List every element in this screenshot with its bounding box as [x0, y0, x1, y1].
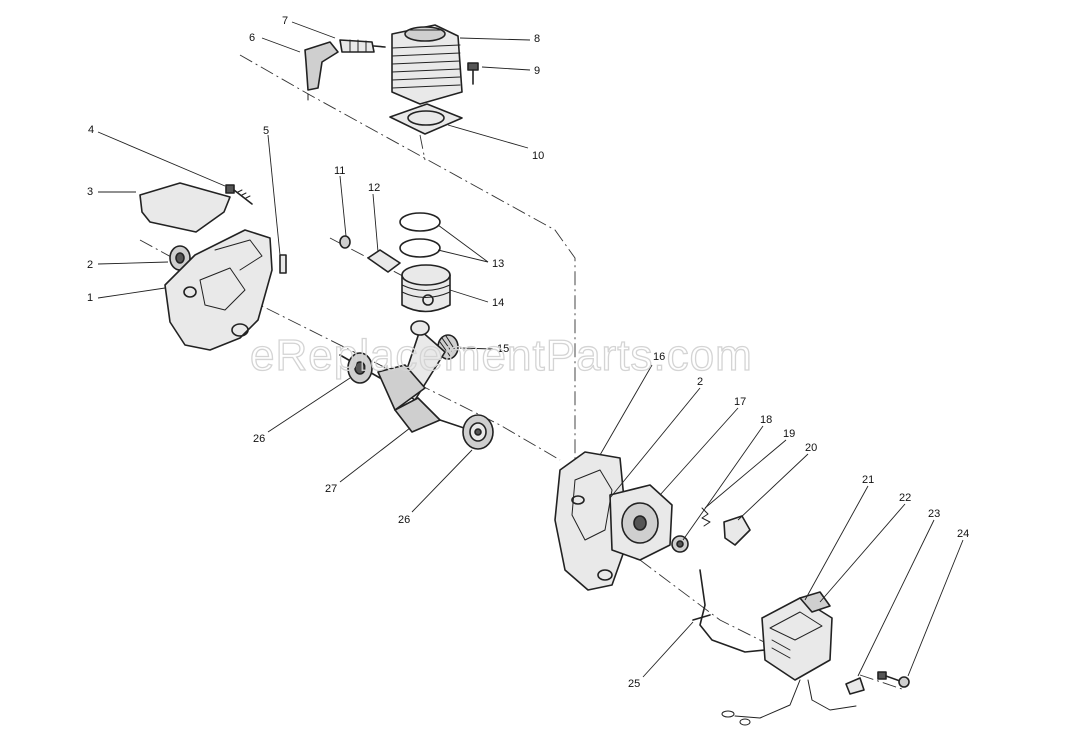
spring	[701, 507, 711, 527]
callout-25: 25	[628, 678, 640, 690]
piston	[401, 264, 451, 313]
piston-pin	[367, 249, 401, 273]
long-screw	[225, 184, 253, 205]
cylinder-gasket	[389, 103, 463, 135]
ignition-module	[761, 591, 833, 681]
callout-9: 9	[534, 65, 540, 77]
module-screws	[877, 671, 910, 688]
crankcase-right	[554, 451, 629, 591]
callout-24: 24	[957, 528, 969, 540]
piston-pin-clip	[339, 235, 351, 249]
fuel-line	[692, 569, 766, 653]
cylinder	[391, 24, 463, 105]
callout-26-right: 26	[398, 514, 410, 526]
callout-20: 20	[805, 442, 817, 454]
callout-27: 27	[325, 483, 337, 495]
main-bearing-right	[462, 414, 494, 450]
callout-7: 7	[282, 15, 288, 27]
leader-lines	[97, 21, 964, 678]
callout-3: 3	[87, 186, 93, 198]
callout-17: 17	[734, 396, 746, 408]
ignition-wires	[721, 677, 865, 726]
callout-4: 4	[88, 124, 94, 136]
callout-10: 10	[532, 150, 544, 162]
pawl	[723, 515, 751, 546]
dowel-pin	[279, 254, 287, 274]
callout-6: 6	[249, 32, 255, 44]
main-bearing-left	[347, 352, 373, 384]
spark-plug-boot	[304, 41, 339, 101]
callout-21: 21	[862, 474, 874, 486]
callout-1: 1	[87, 292, 93, 304]
callout-2-right: 2	[697, 376, 703, 388]
callout-labels: 7 6 8 9 10 4 5 3 11 12 13 2 14 1 15 16 2…	[87, 15, 969, 690]
callout-12: 12	[368, 182, 380, 194]
spark-plug	[339, 39, 386, 53]
crankshaft	[339, 320, 471, 433]
flywheel-nut	[671, 535, 689, 553]
crankcase-gasket	[139, 182, 231, 233]
callout-16: 16	[653, 351, 665, 363]
callout-19: 19	[783, 428, 795, 440]
piston-rings	[399, 212, 441, 258]
callout-26-left: 26	[253, 433, 265, 445]
watermark: eReplacementParts.com	[250, 331, 753, 380]
cylinder-bolt	[467, 62, 479, 85]
callout-2-left: 2	[87, 259, 93, 271]
callout-11: 11	[334, 165, 345, 177]
callout-18: 18	[760, 414, 772, 426]
callout-15: 15	[497, 343, 509, 355]
callout-8: 8	[534, 33, 540, 45]
callout-14: 14	[492, 297, 504, 309]
callout-22: 22	[899, 492, 911, 504]
crankcase-left	[164, 229, 273, 351]
callout-5: 5	[263, 125, 269, 137]
callout-13: 13	[492, 258, 504, 270]
callout-23: 23	[928, 508, 940, 520]
flywheel-housing	[609, 484, 673, 561]
